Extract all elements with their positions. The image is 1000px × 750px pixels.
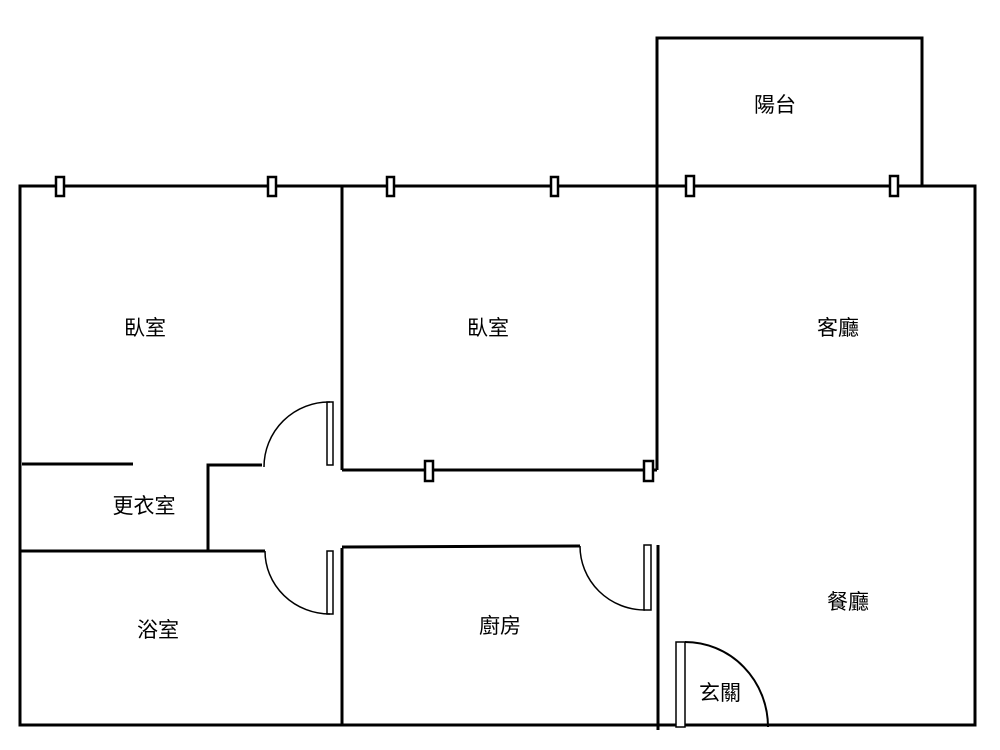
window — [423, 459, 435, 483]
outer-wall — [18, 184, 977, 727]
door-swing-arc — [579, 545, 646, 611]
room-labels: 臥室 臥室 客廳 陽台 更衣室 浴室 廚房 餐廳 玄關 — [113, 93, 870, 705]
window — [549, 175, 560, 198]
bedroom-1-door[interactable] — [263, 401, 334, 468]
window — [684, 174, 696, 198]
entrance-door[interactable] — [675, 641, 769, 728]
door-swing-arc — [263, 401, 331, 468]
bathroom-door[interactable] — [264, 550, 334, 615]
door-swing-arc — [684, 641, 769, 728]
door-panel — [643, 544, 652, 611]
room-label-bathroom: 浴室 — [137, 618, 179, 642]
kitchen-door[interactable] — [579, 544, 652, 611]
window — [54, 175, 66, 198]
door-panel — [326, 401, 334, 466]
windows — [54, 174, 900, 483]
balcony-wall — [655, 36, 924, 186]
window — [888, 174, 900, 198]
room-label-dining-room: 餐廳 — [827, 590, 869, 614]
room-label-bedroom-1: 臥室 — [124, 316, 166, 340]
closet-right-wall — [206, 463, 262, 551]
room-label-living-room: 客廳 — [817, 316, 859, 340]
room-label-kitchen: 廚房 — [479, 614, 521, 638]
room-label-entrance: 玄關 — [699, 681, 741, 705]
walls — [18, 36, 977, 730]
window — [642, 459, 655, 483]
room-label-balcony: 陽台 — [754, 93, 796, 117]
kitchen-top-wall — [341, 544, 581, 549]
window — [266, 175, 278, 198]
room-label-bedroom-2: 臥室 — [467, 316, 509, 340]
door-panel — [675, 641, 686, 728]
door-panel — [326, 550, 334, 615]
window — [385, 175, 396, 198]
room-label-walk-in-closet: 更衣室 — [113, 494, 176, 518]
door-swing-arc — [264, 550, 331, 615]
doors — [263, 401, 769, 728]
